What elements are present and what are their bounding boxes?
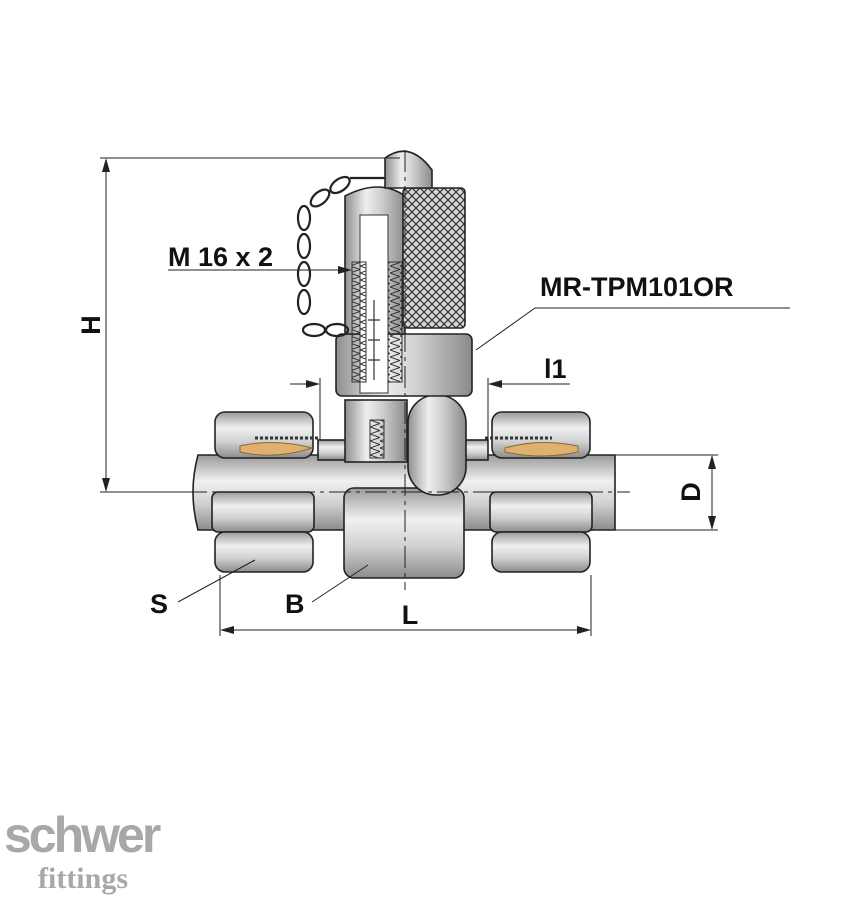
schwer-logo: schwer fittings xyxy=(4,807,164,895)
dimension-l-label: L xyxy=(402,600,419,630)
dimension-l xyxy=(219,575,592,636)
dimension-l1 xyxy=(290,378,570,440)
test-point xyxy=(335,150,473,397)
thread-callout xyxy=(168,266,352,274)
dimension-l1-label: l1 xyxy=(544,354,567,384)
leader-s xyxy=(177,559,256,603)
dimension-h xyxy=(100,157,400,493)
tee-body xyxy=(317,394,489,579)
logo-tagline: fittings xyxy=(38,862,128,895)
body-b-label: B xyxy=(285,589,305,619)
chain xyxy=(296,175,385,338)
part-number-label: MR-TPM101OR xyxy=(540,272,734,302)
dimension-d-label: D xyxy=(676,482,706,502)
logo-brand: schwer xyxy=(4,807,161,863)
dimension-d xyxy=(615,454,718,531)
nut-s-label: S xyxy=(150,589,168,619)
right-nut xyxy=(485,411,593,573)
left-nut xyxy=(211,411,320,573)
thread-label: M 16 x 2 xyxy=(168,242,273,272)
dimension-h-label: H xyxy=(76,315,106,335)
leader-b xyxy=(311,564,369,603)
center-lines xyxy=(185,150,630,590)
part-number-leader xyxy=(475,307,790,351)
